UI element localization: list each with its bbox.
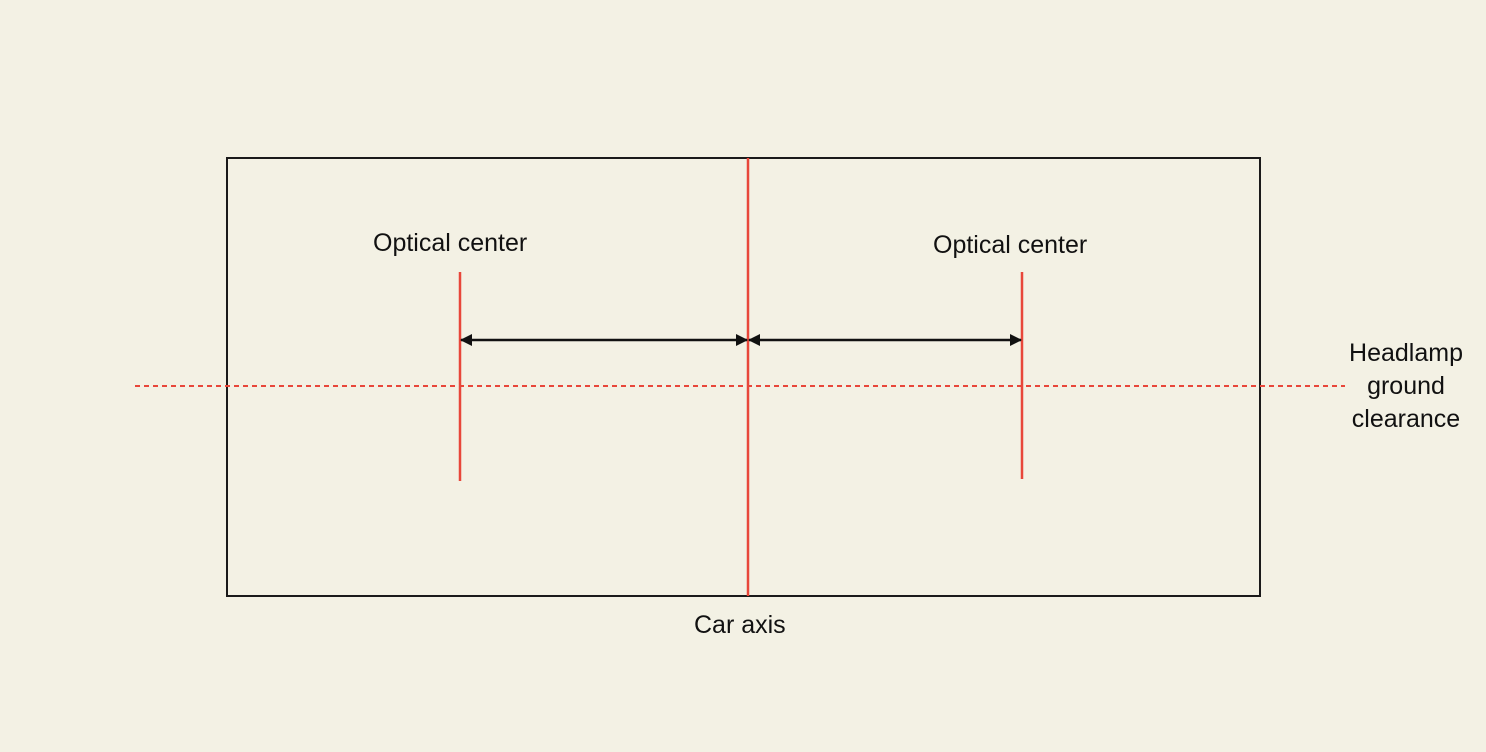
optical-center-left-label: Optical center xyxy=(373,229,528,257)
car-axis-label: Car axis xyxy=(694,611,786,639)
headlamp-ground-clearance-label: Headlamp ground clearance xyxy=(1336,337,1476,436)
screen-frame xyxy=(226,157,1261,597)
headlamp-label-line-2: ground xyxy=(1367,372,1445,400)
headlamp-label-line-1: Headlamp xyxy=(1349,339,1463,367)
optical-center-right-label: Optical center xyxy=(933,231,1088,259)
headlamp-label-line-3: clearance xyxy=(1351,405,1461,433)
